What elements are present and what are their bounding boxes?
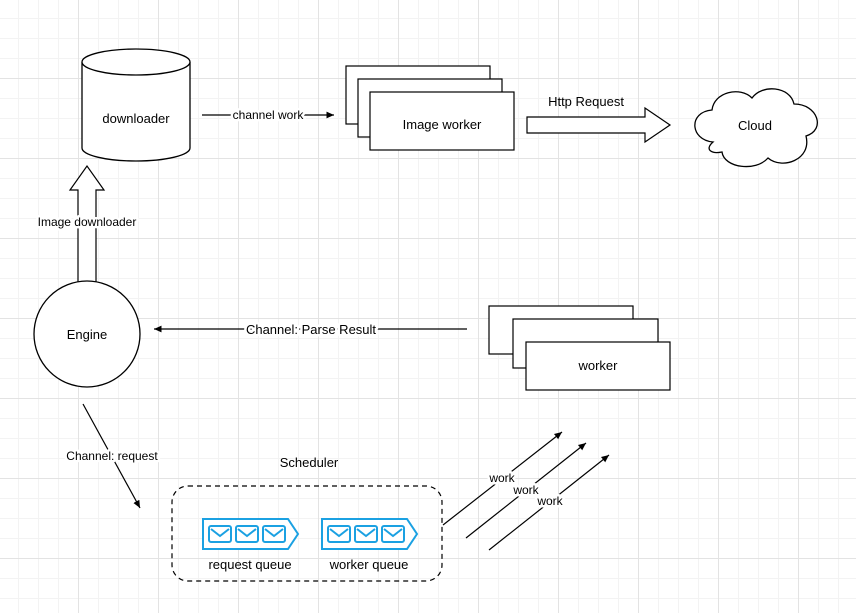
message-icon — [354, 525, 378, 543]
channel-work-label: channel work — [233, 108, 305, 122]
worker-label: worker — [577, 358, 618, 373]
request-queue-label: request queue — [208, 557, 291, 572]
downloader-node: downloader — [81, 48, 191, 162]
cloud-node: Cloud — [694, 88, 818, 168]
worker-node: worker — [488, 305, 671, 391]
work-label-2: work — [512, 483, 539, 497]
scheduler-label: Scheduler — [280, 455, 339, 470]
message-icon — [208, 525, 232, 543]
engine-label: Engine — [67, 327, 107, 342]
request-queue: request queue — [202, 518, 300, 572]
channel-request-label: Channel: request — [66, 449, 158, 463]
channel-request-edge: Channel: request — [64, 403, 161, 509]
message-icon — [262, 525, 286, 543]
worker-queue-label: worker queue — [329, 557, 409, 572]
downloader-label: downloader — [102, 111, 170, 126]
work-label-3: work — [536, 494, 563, 508]
http-request-edge: Http Request — [526, 94, 672, 144]
worker-queue: worker queue — [321, 518, 419, 572]
parse-result-edge: Channel: Parse Result — [154, 320, 467, 340]
image-downloader-edge: Image downloader — [35, 164, 139, 282]
work-label-1: work — [488, 471, 515, 485]
message-icon — [381, 525, 405, 543]
engine-node: Engine — [33, 280, 141, 388]
http-request-label: Http Request — [548, 94, 624, 109]
image-worker-label: Image worker — [403, 117, 482, 132]
work-edges: work work work — [442, 431, 610, 551]
scheduler-group: Scheduler request queue worker queue — [171, 455, 443, 582]
parse-result-label: Channel: Parse Result — [246, 322, 376, 337]
channel-work-edge: channel work — [202, 106, 334, 125]
cloud-label: Cloud — [738, 118, 772, 133]
image-downloader-label: Image downloader — [38, 215, 137, 229]
message-icon — [327, 525, 351, 543]
message-icon — [235, 525, 259, 543]
image-worker-node: Image worker — [345, 65, 515, 151]
